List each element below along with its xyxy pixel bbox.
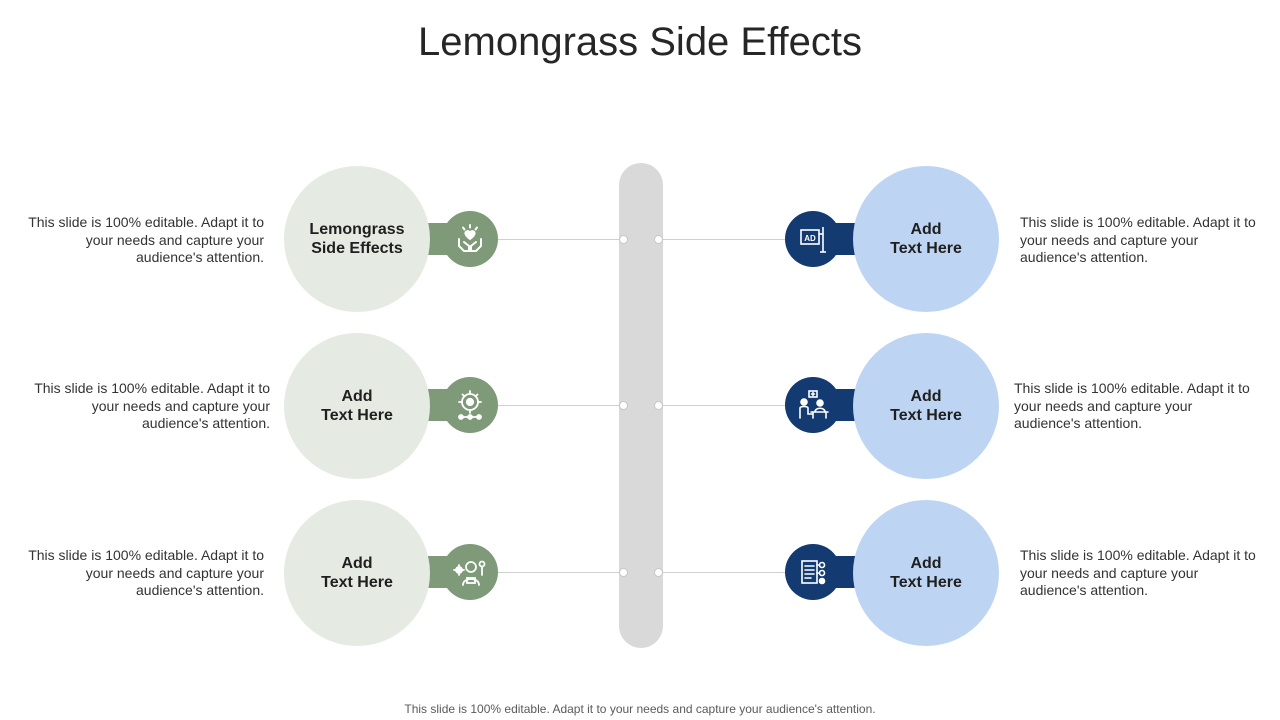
right-item-circle: Add Text Here (853, 333, 999, 479)
right-item-description: This slide is 100% editable. Adapt it to… (1014, 380, 1250, 431)
left-item-description: This slide is 100% editable. Adapt it to… (34, 380, 270, 431)
doctor-desk-icon (785, 377, 841, 433)
person-gear-icon (442, 544, 498, 600)
left-item-description: This slide is 100% editable. Adapt it to… (28, 547, 264, 598)
left-item-circle: Lemongrass Side Effects (284, 166, 430, 312)
right-item-description: This slide is 100% editable. Adapt it to… (1020, 547, 1256, 598)
right-item-circle: Add Text Here (853, 166, 999, 312)
connector-dot (619, 568, 628, 577)
right-item-circle: Add Text Here (853, 500, 999, 646)
right-item-description: This slide is 100% editable. Adapt it to… (1020, 214, 1256, 265)
left-item-description: This slide is 100% editable. Adapt it to… (28, 214, 264, 265)
document-list-icon (785, 544, 841, 600)
connector-dot (654, 235, 663, 244)
connector-line (498, 239, 623, 240)
connector-dot (619, 235, 628, 244)
brain-gear-icon (442, 377, 498, 433)
connector-line (498, 405, 623, 406)
connector-dot (654, 568, 663, 577)
ad-billboard-icon: AD (785, 211, 841, 267)
connector-line (659, 239, 785, 240)
connector-dot (654, 401, 663, 410)
connector-line (498, 572, 623, 573)
ad-label: AD (804, 234, 816, 243)
hands-heart-icon (442, 211, 498, 267)
connector-dot (619, 401, 628, 410)
left-item-circle: Add Text Here (284, 333, 430, 479)
connector-line (659, 405, 785, 406)
left-item-circle: Add Text Here (284, 500, 430, 646)
connector-line (659, 572, 785, 573)
page-title: Lemongrass Side Effects (418, 20, 862, 64)
footer-note: This slide is 100% editable. Adapt it to… (404, 702, 876, 716)
